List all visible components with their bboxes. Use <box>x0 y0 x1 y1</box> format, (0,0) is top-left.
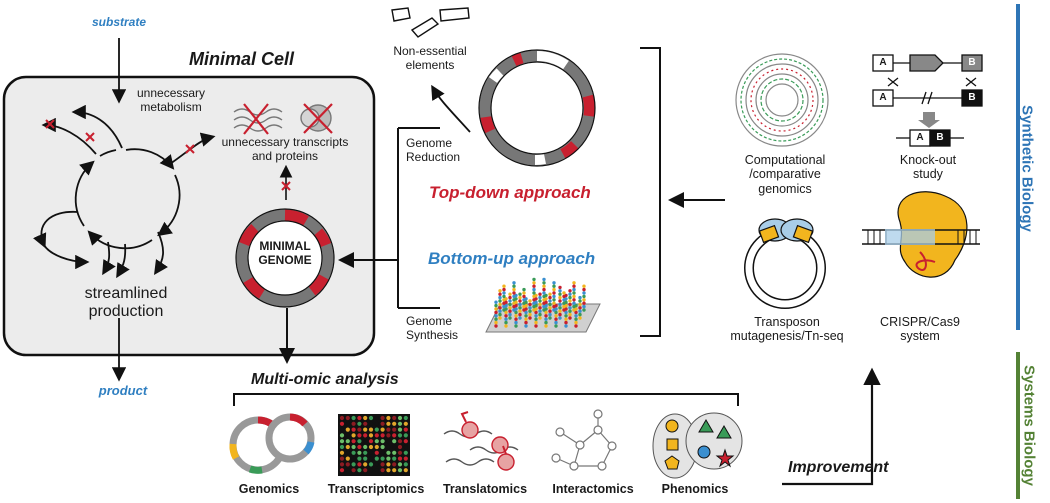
top-down-genome-ring <box>478 49 596 167</box>
omics-genomics-label: Genomics <box>238 482 300 496</box>
knockout-a-mid: A <box>879 92 887 103</box>
omics-interactomics-label: Interactomics <box>552 482 634 496</box>
unnecessary-metabolism-line2: metabolism <box>140 99 202 114</box>
genome-synthesis-label: Genome Synthesis <box>406 314 459 343</box>
minimal-genome-line1: MINIMAL <box>259 239 311 253</box>
improvement-label: Improvement <box>788 459 889 476</box>
non-essential-label: Non-essential elements <box>393 44 467 73</box>
non-essential-fragments <box>391 7 470 38</box>
crispr-line1: CRISPR/Cas9 <box>880 315 960 329</box>
transcriptomics-heatmap <box>338 414 410 476</box>
non-essential-line1: Non-essential <box>393 44 467 58</box>
computational-line1: Computational <box>744 153 826 167</box>
minimal-genome-ring <box>235 208 335 308</box>
multiomic-bracket <box>233 393 739 406</box>
minimal-cell-title: Minimal Cell <box>189 49 295 69</box>
crispr-cas9-icon <box>862 191 980 278</box>
blocked-path-marks <box>45 119 195 154</box>
omics-transcriptomics-label: Transcriptomics <box>327 482 425 496</box>
phenomics-icon <box>652 412 743 479</box>
computational-genomics-icon <box>735 53 829 147</box>
transposon-label: Transposon mutagenesis/Tn-seq <box>730 315 843 344</box>
minimal-genome-line2: GENOME <box>258 252 312 267</box>
knockout-study-icon <box>872 54 983 147</box>
transposon-line1: Transposon <box>754 315 820 329</box>
knockout-a-bottom: A <box>916 132 924 143</box>
unnecessary-transcripts-line1: unnecessary transcripts <box>221 135 349 149</box>
transposon-line2: mutagenesis/Tn-seq <box>730 329 844 344</box>
unnecessary-transcripts-label: unnecessary transcripts and proteins <box>221 135 349 164</box>
translatomics-icon <box>443 411 519 471</box>
unnecessary-transcripts-line2: and proteins <box>251 148 319 163</box>
top-down-label: Top-down approach <box>429 183 591 202</box>
non-essential-line2: elements <box>405 57 455 72</box>
systems-biology-label: Systems Biology <box>1020 365 1038 486</box>
interactomics-network <box>551 409 617 471</box>
genome-synthesis-line2: Synthesis <box>406 327 459 342</box>
improvement-arrow <box>782 367 881 486</box>
crispr-label: CRISPR/Cas9 system <box>880 315 960 344</box>
streamlined-line1: streamlined <box>84 285 168 302</box>
streamlined-production-label: streamlined production <box>85 285 168 322</box>
streamlined-line2: production <box>88 303 164 321</box>
substrate-label: substrate <box>91 15 147 29</box>
knockout-b-top: B <box>968 57 976 68</box>
knockout-b-bottom: B <box>936 132 944 143</box>
synthetic-biology-label: Synthetic Biology <box>1018 105 1036 232</box>
omics-translatomics-label: Translatomics <box>442 482 528 496</box>
computational-line2: /comparative <box>749 167 821 182</box>
minimal-genome-label: MINIMAL GENOME <box>258 239 312 268</box>
bottom-up-label: Bottom-up approach <box>428 249 596 268</box>
unnecessary-metabolism-label: unnecessary metabolism <box>137 86 206 115</box>
dna-synthesis-chip <box>485 277 601 333</box>
computational-genomics-label: Computational /comparative genomics <box>745 153 826 196</box>
crispr-line2: system <box>900 329 940 344</box>
knockout-study-label: Knock-out study <box>900 153 956 182</box>
knockout-line1: Knock-out <box>899 153 957 167</box>
multiomic-title: Multi-omic analysis <box>251 371 399 388</box>
approaches-bracket <box>640 47 661 337</box>
computational-line3: genomics <box>758 181 812 196</box>
transcripts-icon <box>233 103 333 135</box>
knockout-b-mid: B <box>968 92 976 103</box>
omics-phenomics-label: Phenomics <box>661 482 729 496</box>
genome-reduction-line2: Reduction <box>406 149 461 164</box>
unnecessary-metabolism-line1: unnecessary <box>137 86 206 100</box>
genome-reduction-line1: Genome <box>406 136 453 150</box>
genome-reduction-label: Genome Reduction <box>406 136 461 165</box>
genome-synthesis-line1: Genome <box>406 314 453 328</box>
transposon-icon <box>744 218 826 309</box>
knockout-a-top: A <box>879 57 887 68</box>
genomics-icon <box>229 413 315 474</box>
product-label: product <box>98 383 148 398</box>
knockout-line2: study <box>913 167 943 182</box>
